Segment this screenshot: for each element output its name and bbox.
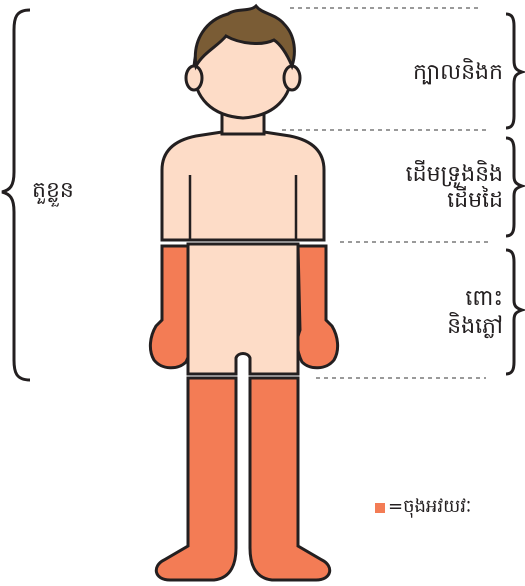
figure-outline bbox=[186, 66, 202, 90]
head-brace bbox=[506, 14, 522, 128]
legend-text: =ចុងអវយវៈ bbox=[388, 494, 471, 521]
right-leg bbox=[250, 378, 330, 580]
legend-swatch bbox=[375, 503, 385, 513]
chest-arms-label-line2: ដើមដៃ bbox=[447, 186, 503, 216]
whole-body-label: តួខ្លួន bbox=[32, 176, 74, 206]
belly-brace bbox=[506, 250, 522, 374]
belly-thighs-label-line2: និងភ្លៅ bbox=[447, 312, 503, 342]
left-arm bbox=[150, 246, 190, 368]
right-arm bbox=[297, 246, 337, 368]
whole-body-brace bbox=[2, 10, 30, 380]
legend: =ចុងអវយវៈ bbox=[375, 494, 471, 521]
chest-and-upper-arms bbox=[162, 132, 324, 240]
chest-brace bbox=[506, 138, 522, 236]
belly-thighs-label-line1: ពោះ bbox=[465, 284, 503, 314]
head-neck-label: ក្បាលនិងក bbox=[413, 58, 503, 88]
belly-and-thighs bbox=[188, 244, 298, 374]
left-leg bbox=[156, 378, 236, 580]
